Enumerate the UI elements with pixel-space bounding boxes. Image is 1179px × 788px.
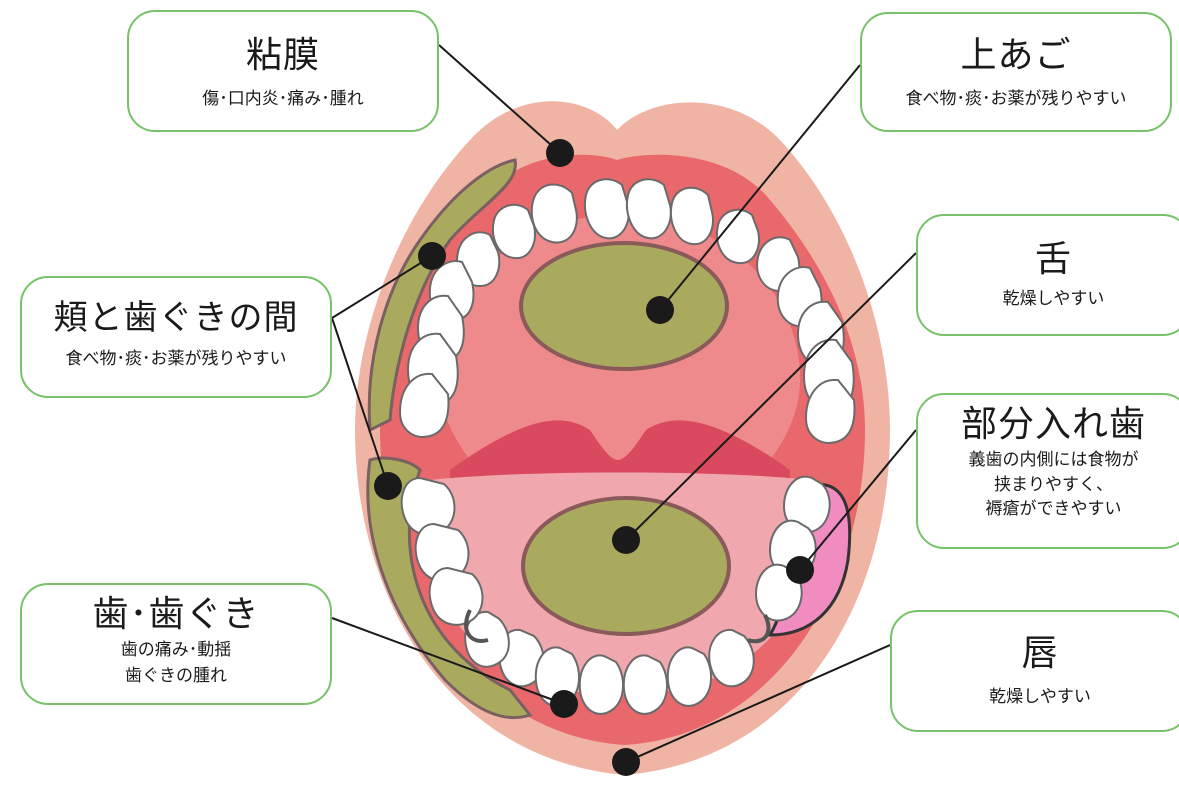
leader-lines [331,44,917,763]
pointer-dot-ha [550,690,578,718]
label-box-nenmaku: 粘膜 傷･口内炎･痛み･腫れ [127,10,439,132]
label-box-uwaago: 上あご 食べ物･痰･お薬が残りやすい [860,12,1172,132]
palate-highlight [519,241,729,371]
pointer-dot-nenmaku [546,139,574,167]
denture-clasp-left [464,609,489,643]
label-description: 乾燥しやすい [989,687,1091,708]
label-description: 義歯の内側には食物が 挟まりやすく、 褥瘡ができやすい [968,450,1139,520]
label-title: 唇 [1021,633,1059,674]
label-description: 食べ物･痰･お薬が残りやすい [65,348,287,369]
label-box-bubun: 部分入れ歯 義歯の内側には食物が 挟まりやすく、 褥瘡ができやすい [916,393,1179,549]
label-box-shita: 舌 乾燥しやすい [916,214,1179,336]
label-description: 傷･口内炎･痛み･腫れ [202,89,364,110]
pointer-dot-hoho [418,242,446,270]
upper-teeth [398,178,856,444]
pointer-dot-haguki [374,472,402,500]
label-title: 上あご [960,35,1072,76]
pointer-dot-shita [612,526,640,554]
label-description: 歯の痛み･動揺 歯ぐきの腫れ [120,640,232,686]
label-title: 部分入れ歯 [960,404,1146,445]
label-title: 頬と歯ぐきの間 [53,298,299,338]
lower-teeth [400,475,831,715]
label-description: 乾燥しやすい [1002,289,1105,310]
label-title: 舌 [1034,239,1072,280]
pointer-dot-bubun [786,556,814,584]
pointer-dot-uwaago [646,296,674,324]
label-box-ha: 歯･歯ぐき 歯の痛み･動揺 歯ぐきの腫れ [20,583,332,705]
pointer-dot-kuchibiru [612,748,640,776]
denture-clasp-right [747,614,771,644]
label-description: 食べ物･痰･お薬が残りやすい [905,89,1127,110]
label-box-hoho: 頬と歯ぐきの間 食べ物･痰･お薬が残りやすい [20,276,332,398]
tongue-highlight [521,496,731,636]
label-title: 粘膜 [245,35,320,76]
label-title: 歯･歯ぐき [92,594,260,635]
label-box-kuchibiru: 唇 乾燥しやすい [890,610,1179,732]
